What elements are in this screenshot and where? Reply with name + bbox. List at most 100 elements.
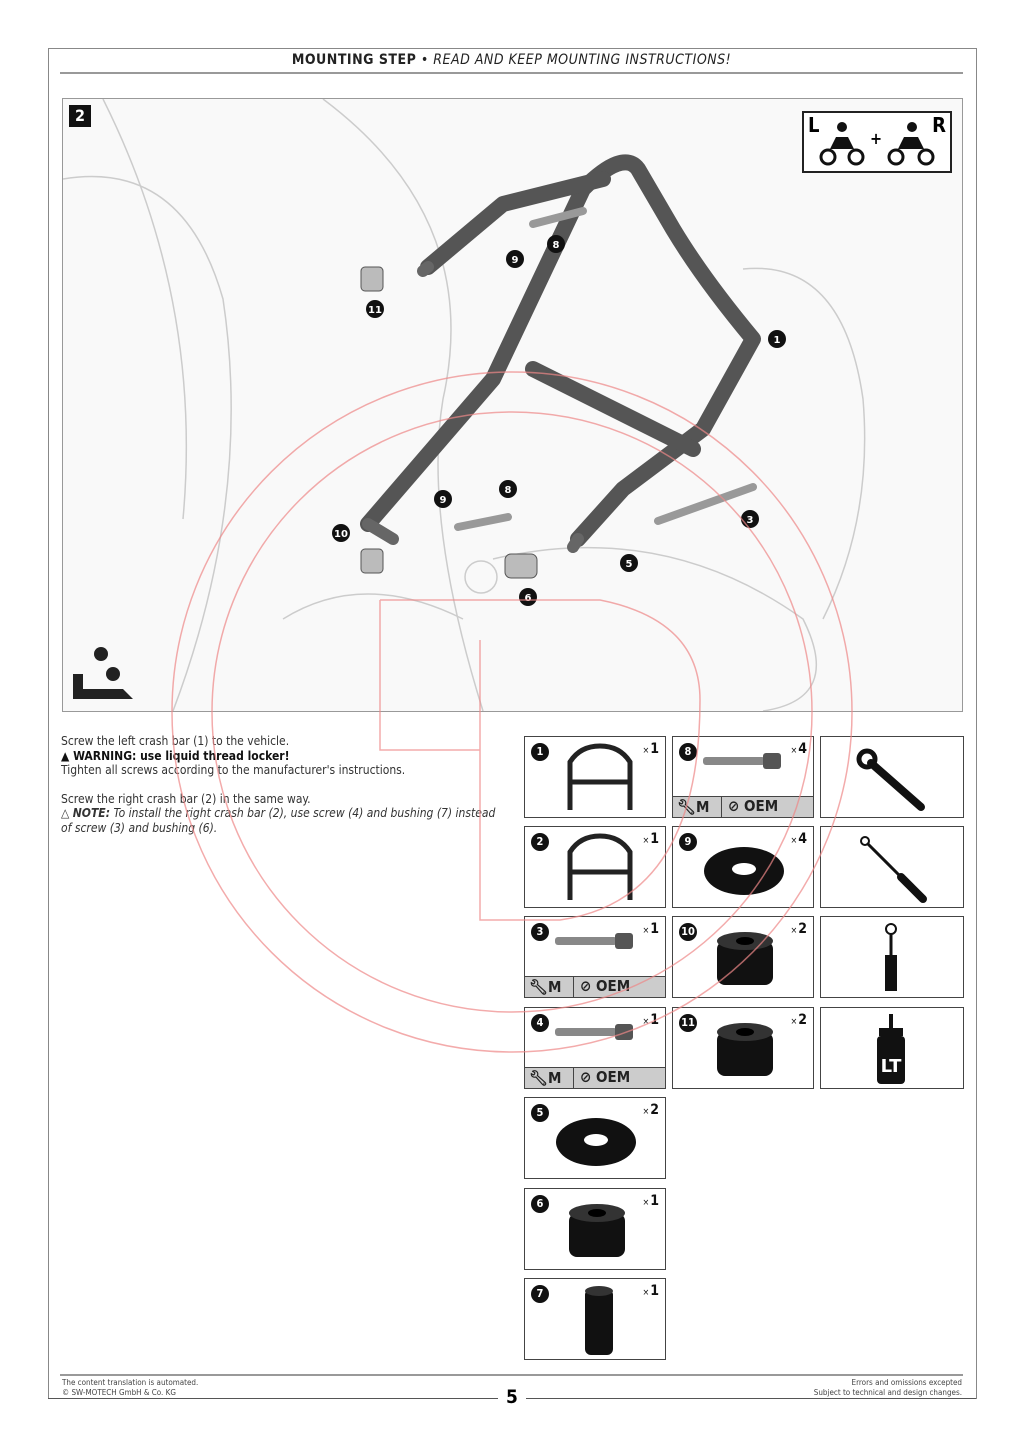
left-label: L <box>808 113 820 137</box>
torque-icon: 🔧︎ <box>529 1069 549 1087</box>
quantity-prefix: × <box>790 926 798 936</box>
errors-note: Errors and omissions excepted <box>851 1378 962 1387</box>
hex-key-icon <box>820 826 964 908</box>
callout-6: 6 <box>525 593 532 604</box>
part-number: 1 <box>531 743 549 761</box>
oem-bar: 🔧︎M ⊘ OEM <box>525 976 665 997</box>
callout-5: 5 <box>626 559 633 570</box>
header-divider <box>60 72 963 74</box>
quantity-prefix: × <box>642 1198 650 1208</box>
quantity-value: 1 <box>650 921 659 937</box>
part-quantity: ×1 <box>642 1012 659 1028</box>
footer-line-left <box>48 1398 498 1399</box>
part-10: 10 ×2 <box>672 916 814 998</box>
callout-1: 1 <box>774 335 781 346</box>
left-right-side-badge: L R + <box>802 111 952 173</box>
warning-text: WARNING: use liquid thread locker! <box>73 748 290 763</box>
part-number: 10 <box>679 923 697 941</box>
part-number: 3 <box>531 923 549 941</box>
warning-icon: ▲ <box>61 748 74 763</box>
oem-bar: 🔧︎M⊘ OEM <box>525 1067 665 1088</box>
callout-3: 3 <box>747 515 754 526</box>
quantity-prefix: × <box>642 836 650 846</box>
part-number: 4 <box>531 1014 549 1032</box>
quantity-prefix: × <box>642 1017 650 1027</box>
part-3: 3 ×1 🔧︎M ⊘ OEM <box>524 916 666 998</box>
oem-icon: ⊘ <box>580 977 597 995</box>
callout-8: 8 <box>553 240 560 251</box>
part-number: 7 <box>531 1285 549 1303</box>
quantity-prefix: × <box>642 1288 650 1298</box>
callout-9b: 9 <box>440 495 447 506</box>
motorcycle-ramp-icon <box>73 647 133 699</box>
part-4: 4 ×1 🔧︎M⊘ OEM <box>524 1007 666 1089</box>
part-6: 6 ×1 <box>524 1188 666 1270</box>
quantity-value: 1 <box>650 741 659 757</box>
part-quantity: ×1 <box>642 1193 659 1209</box>
page-number: 5 <box>506 1386 518 1408</box>
part-quantity: ×4 <box>790 831 807 847</box>
part-quantity: ×4 <box>790 741 807 757</box>
thread-locker-label: LT <box>881 1056 902 1077</box>
thread-locker-icon: LT <box>820 1007 964 1089</box>
part-quantity: ×1 <box>642 741 659 757</box>
footer-divider <box>60 1374 963 1376</box>
crash-bar-drawing: 1 3 5 6 8 9 10 11 8 9 <box>63 99 866 711</box>
page-frame <box>48 48 977 1399</box>
note-label: NOTE: <box>72 806 111 820</box>
instruction-line-1: Screw the left crash bar (1) to the vehi… <box>61 734 290 748</box>
part-11: 11×2 <box>672 1007 814 1089</box>
footer-left: The content translation is automated.© S… <box>62 1378 198 1398</box>
part-1: 1×1 <box>524 736 666 818</box>
oem-label: OEM <box>596 977 631 995</box>
part-2: 2 ×1 <box>524 826 666 908</box>
oem-icon: ⊘ <box>728 797 745 815</box>
footer-line-right <box>526 1398 976 1399</box>
quantity-value: 2 <box>798 921 807 937</box>
quantity-prefix: × <box>790 1017 798 1027</box>
quantity-value: 1 <box>650 1283 659 1299</box>
quantity-value: 4 <box>798 741 807 757</box>
callout-11: 11 <box>368 305 382 316</box>
quantity-prefix: × <box>790 746 798 756</box>
header-subtitle: READ AND KEEP MOUNTING INSTRUCTIONS! <box>433 52 732 68</box>
plus-label: + <box>870 129 883 148</box>
torque-icon: 🔧︎ <box>529 978 549 996</box>
part-number: 2 <box>531 833 549 851</box>
oem-label: OEM <box>596 1068 631 1086</box>
quantity-value: 2 <box>650 1102 659 1118</box>
part-quantity: ×2 <box>790 921 807 937</box>
torque-label: M <box>548 978 562 996</box>
assembly-figure: 1 3 5 6 8 9 10 11 8 9 2 L R + <box>62 98 963 712</box>
motorcycle-icon <box>819 122 935 166</box>
part-quantity: ×1 <box>642 921 659 937</box>
part-8: 8 ×4 🔧︎M ⊘ OEM <box>672 736 814 818</box>
part-number: 8 <box>679 743 697 761</box>
quantity-prefix: × <box>642 746 650 756</box>
part-9: 9×4 <box>672 826 814 908</box>
quantity-value: 1 <box>650 831 659 847</box>
part-5: 5×2 <box>524 1097 666 1179</box>
quantity-prefix: × <box>642 1107 650 1117</box>
quantity-prefix: × <box>642 926 650 936</box>
callout-8b: 8 <box>505 485 512 496</box>
part-quantity: ×1 <box>642 831 659 847</box>
torque-label: M <box>696 798 710 816</box>
instructions: Screw the left crash bar (1) to the vehi… <box>61 734 501 835</box>
torque-icon: 🔧︎ <box>677 798 697 816</box>
oem-label: OEM <box>744 797 779 815</box>
instruction-line-3: Screw the right crash bar (2) in the sam… <box>61 791 311 806</box>
note-icon: △ <box>61 806 73 820</box>
quantity-value: 1 <box>650 1193 659 1209</box>
step-number: 2 <box>69 105 91 127</box>
header-title: MOUNTING STEP <box>291 52 417 68</box>
quantity-prefix: × <box>790 836 798 846</box>
instruction-line-2: Tighten all screws according to the manu… <box>61 763 406 777</box>
callout-9: 9 <box>512 255 519 266</box>
oem-bar: 🔧︎M ⊘ OEM <box>673 796 813 817</box>
changes-note: Subject to technical and design changes. <box>813 1388 962 1397</box>
part-number: 6 <box>531 1195 549 1213</box>
part-quantity: ×2 <box>790 1012 807 1028</box>
wrench-icon <box>820 736 964 818</box>
